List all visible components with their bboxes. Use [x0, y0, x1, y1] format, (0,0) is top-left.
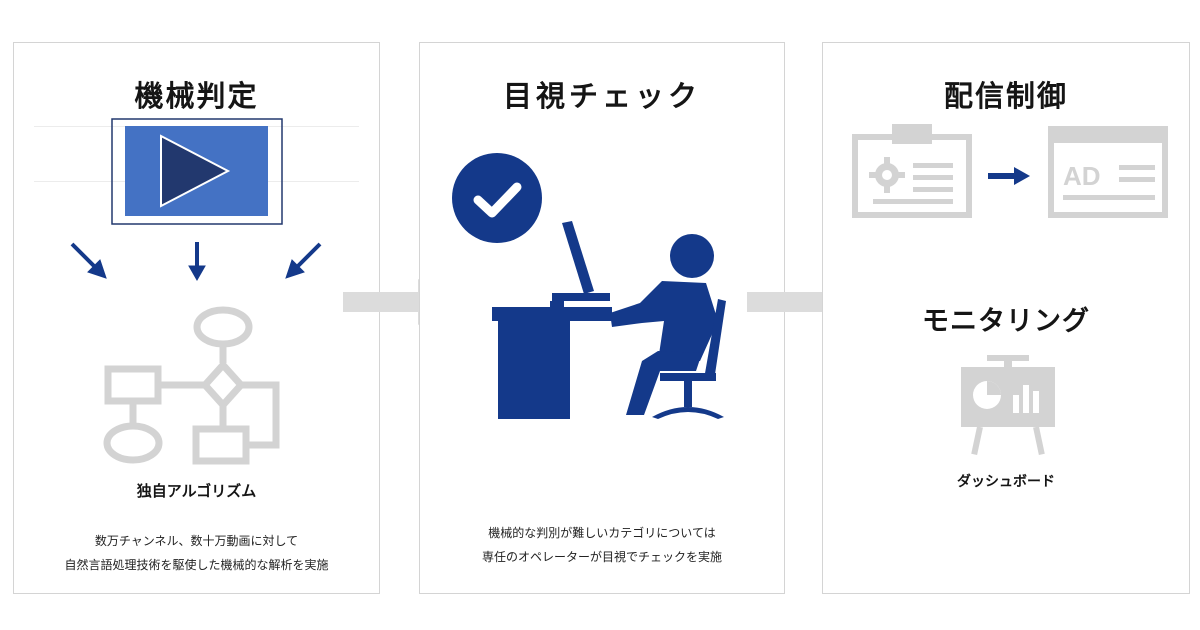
operator-at-desk-icon: [492, 221, 726, 419]
step-description: 機械的な判別が難しいカテゴリについては 専任のオペレーターが目視でチェックを実施: [420, 521, 784, 569]
small-arrow-icon: [988, 167, 1030, 185]
play-video-icon: [111, 118, 283, 225]
flowchart-icon: [103, 306, 280, 465]
description-line: 数万チャンネル、数十万動画に対して: [94, 534, 299, 548]
step-visual-check-panel: 目視チェック: [419, 42, 785, 594]
algorithm-label: 独自アルゴリズム: [136, 482, 257, 500]
dashboard-label: ダッシュボード: [957, 474, 1055, 490]
check-circle-icon: [452, 153, 542, 243]
step-machine-judgment-panel: 機械判定: [13, 42, 380, 594]
step-description: 数万チャンネル、数十万動画に対して 自然言語処理技術を駆使した機械的な解析を実施: [14, 529, 379, 577]
converging-arrows-icon: [70, 242, 322, 282]
step-title: 機械判定: [134, 79, 259, 113]
ad-window-icon: AD: [1048, 126, 1168, 218]
ad-label: AD: [1063, 161, 1101, 191]
presentation-board-icon: [961, 355, 1055, 456]
description-line: 自然言語処理技術を駆使した機械的な解析を実施: [64, 558, 329, 572]
step-title: 配信制御: [943, 79, 1068, 113]
description-line: 機械的な判別が難しいカテゴリについては: [488, 526, 716, 540]
monitoring-label: モニタリング: [922, 306, 1090, 337]
description-line: 専任のオペレーターが目視でチェックを実施: [481, 550, 722, 564]
settings-document-icon: [852, 124, 972, 218]
step-title: 目視チェック: [502, 79, 701, 113]
step-delivery-control-panel: 配信制御: [822, 42, 1190, 594]
